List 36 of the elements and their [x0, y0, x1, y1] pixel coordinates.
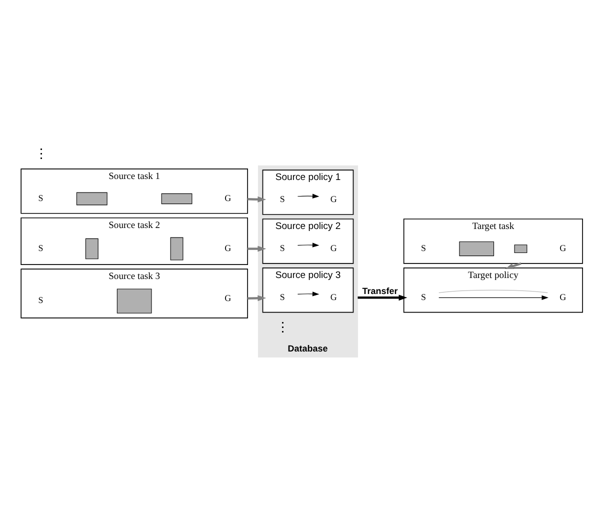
node-text: G [560, 242, 566, 253]
arrow [248, 295, 266, 302]
node-text: S [38, 192, 44, 203]
label: ⋮ [34, 146, 48, 161]
node-box [76, 192, 108, 206]
node-box [161, 193, 192, 204]
edge-label: Transfer [362, 286, 398, 296]
node-text: G [224, 292, 232, 303]
node-text: G [330, 242, 337, 253]
node-text: S [38, 242, 44, 253]
arrow [438, 295, 548, 300]
node-text: G [330, 292, 337, 302]
connector [438, 290, 548, 294]
node-box [170, 237, 184, 260]
arrow [297, 194, 320, 198]
node-text: G [224, 192, 232, 203]
label: ⋮ [276, 320, 289, 335]
node-text: S [280, 292, 285, 302]
node-box [459, 241, 494, 256]
node-text: S [38, 295, 44, 306]
node-text: G [224, 242, 232, 253]
arrow [248, 196, 266, 202]
node-text: S [280, 242, 285, 253]
node-box [514, 244, 528, 253]
node-box [85, 238, 98, 260]
node-text: G [560, 292, 566, 302]
node-text: S [420, 292, 426, 302]
arrow [358, 294, 408, 301]
arrow [297, 292, 320, 296]
node-text: S [280, 194, 285, 204]
node-text: G [330, 194, 337, 204]
node-text: S [420, 242, 426, 253]
arrow [248, 246, 266, 252]
node-box [116, 288, 152, 314]
arrow [505, 262, 522, 270]
arrow [297, 242, 320, 248]
